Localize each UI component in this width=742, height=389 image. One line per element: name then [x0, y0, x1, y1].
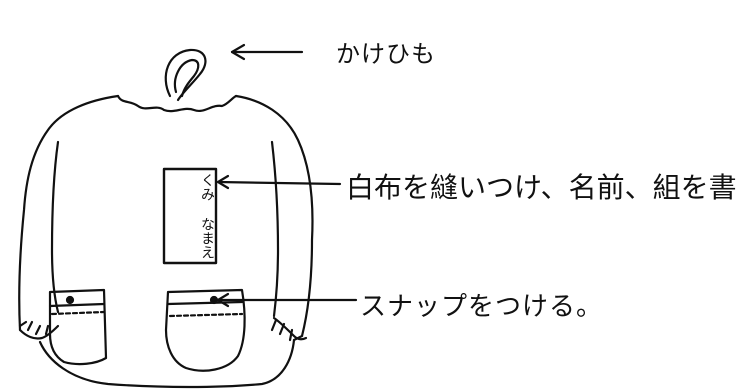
- pocket-left: [48, 288, 108, 366]
- name-tag: [162, 167, 218, 265]
- label-name-cloth: 白布を縫いつけ、名前、組を書く。: [346, 171, 742, 204]
- label-hanger-loop: かけひも: [336, 40, 436, 68]
- collar: [116, 94, 238, 113]
- arrow-name-cloth: [216, 174, 342, 190]
- name-tag-text: くみ なまえ: [199, 173, 214, 259]
- hanger-loop: [164, 48, 207, 102]
- pocket-right: [164, 288, 246, 372]
- smock-body: [18, 94, 314, 389]
- arrow-snap: [216, 292, 358, 308]
- label-snap: スナップをつける。: [360, 292, 604, 322]
- arrow-hanger: [230, 43, 304, 61]
